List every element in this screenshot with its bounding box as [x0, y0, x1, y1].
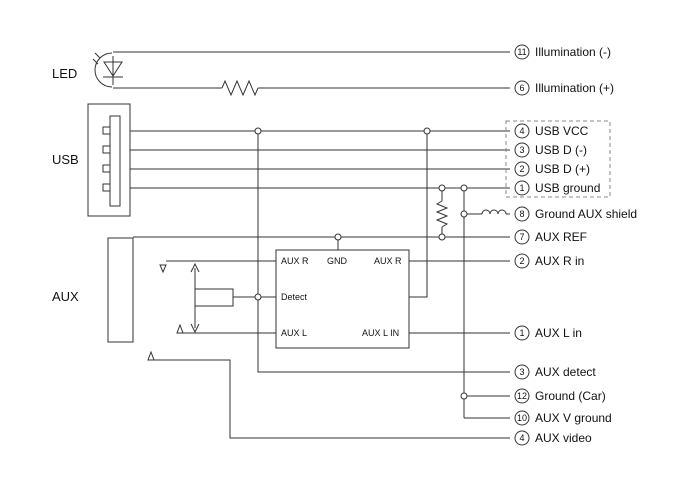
aux-r-contact: [159, 264, 167, 274]
terminal-label: AUX V ground: [535, 411, 612, 425]
wire-aux-video: [154, 359, 510, 439]
junction-dot: [423, 127, 431, 135]
junction-dot: [254, 127, 262, 135]
wire-aux-detect: [257, 131, 510, 373]
resistor-symbol: [221, 79, 259, 97]
pin-number-circle: [514, 142, 530, 158]
terminal-aux-l-in: 1 AUX L in: [514, 325, 582, 341]
terminal-label: Ground AUX shield: [535, 207, 637, 221]
pin-number-circle: [514, 44, 530, 60]
pin-number: 1: [519, 328, 524, 338]
module-pin-aux-l-in: AUX L IN: [362, 328, 399, 338]
terminal-6: 6 Illumination (+): [514, 80, 614, 96]
led-symbol: [92, 52, 123, 88]
detect-switch-bracket: [195, 288, 234, 307]
pin-number: 2: [519, 164, 524, 174]
pin-number-circle: [514, 123, 530, 139]
terminal-aux-detect: 3 AUX detect: [514, 364, 596, 380]
terminal-label: AUX R in: [535, 254, 584, 268]
pin-number: 6: [519, 83, 524, 93]
pin-number: 4: [519, 433, 524, 443]
group-label-usb: USB: [52, 152, 79, 167]
terminal-label: AUX L in: [535, 326, 582, 340]
terminal-label: Illumination (-): [535, 45, 611, 59]
module-pin-aux-r-left: AUX R: [281, 256, 309, 266]
pin-number-circle: [514, 229, 530, 245]
terminal-11: 11 Illumination (-): [514, 44, 611, 60]
terminal-aux-ref: 7 AUX REF: [514, 229, 587, 245]
module-pin-aux-r-right: AUX R: [374, 256, 402, 266]
pin-number-circle: [514, 80, 530, 96]
aux-l-contact: [176, 323, 184, 334]
pin-number-circle: [514, 161, 530, 177]
terminal-usb-d-neg: 3 USB D (-): [514, 142, 587, 158]
pin-number: 10: [517, 413, 527, 423]
module-pin-aux-l: AUX L: [281, 328, 307, 338]
junction-dot: [460, 392, 468, 400]
junction-dot: [460, 184, 468, 192]
usb-terminal-group-box: [505, 120, 611, 198]
pin-number-circle: [514, 364, 530, 380]
terminal-label: Illumination (+): [535, 81, 614, 95]
junction-dot: [438, 233, 446, 241]
module-pin-gnd: GND: [327, 256, 348, 266]
junction-dot: [460, 210, 468, 218]
terminal-usb-ground: 1 USB ground: [514, 180, 600, 196]
pin-number-circle: [514, 253, 530, 269]
terminal-label: USB D (+): [535, 162, 590, 176]
detect-switch-arrow-up: [190, 262, 200, 273]
pin-number: 4: [519, 126, 524, 136]
terminal-label: USB VCC: [535, 124, 589, 138]
terminal-label: USB ground: [535, 181, 600, 195]
pin-number: 7: [519, 232, 524, 242]
terminal-label: AUX REF: [535, 230, 587, 244]
junction-dot: [334, 233, 342, 241]
detect-switch-arrow-down: [190, 323, 200, 334]
junction-dot: [438, 184, 446, 192]
pin-number-circle: [514, 430, 530, 446]
pin-number-circle: [514, 388, 530, 404]
terminal-label: AUX video: [535, 431, 592, 445]
terminal-aux-video: 4 AUX video: [514, 430, 592, 446]
usb-connector: [87, 103, 131, 217]
aux-module-box: [275, 249, 410, 349]
terminal-ground-car: 12 Ground (Car): [514, 388, 606, 404]
module-pin-detect: Detect: [281, 292, 308, 302]
pin-number: 8: [519, 209, 524, 219]
pin-number-circle: [514, 325, 530, 341]
terminal-aux-v-ground: 10 AUX V ground: [514, 410, 612, 426]
terminal-aux-r-in: 2 AUX R in: [514, 253, 584, 269]
pin-number: 11: [517, 47, 526, 57]
terminal-usb-vcc: 4 USB VCC: [514, 123, 589, 139]
pin-number: 1: [519, 183, 524, 193]
pin-number-circle: [514, 180, 530, 196]
group-label-led: LED: [52, 66, 77, 81]
terminal-ground-aux-shield: 8 Ground AUX shield: [514, 206, 637, 222]
junction-dot: [254, 293, 262, 301]
terminal-label: USB D (-): [535, 143, 587, 157]
pin-number: 3: [519, 367, 524, 377]
terminal-label: AUX detect: [535, 365, 596, 379]
terminal-usb-d-pos: 2 USB D (+): [514, 161, 590, 177]
pin-number: 12: [517, 391, 527, 401]
pin-number: 2: [519, 256, 524, 266]
aux-video-contact: [147, 350, 155, 361]
aux-connector: [107, 237, 134, 343]
ref-resistor-symbol: [435, 200, 449, 228]
pin-number-circle: [514, 206, 530, 222]
pin-number-circle: [514, 410, 530, 426]
terminal-label: Ground (Car): [535, 389, 606, 403]
pin-number: 3: [519, 145, 524, 155]
group-label-aux: AUX: [52, 289, 79, 304]
inductor-symbol: [481, 209, 507, 215]
wire-module-vcc: [409, 131, 428, 298]
